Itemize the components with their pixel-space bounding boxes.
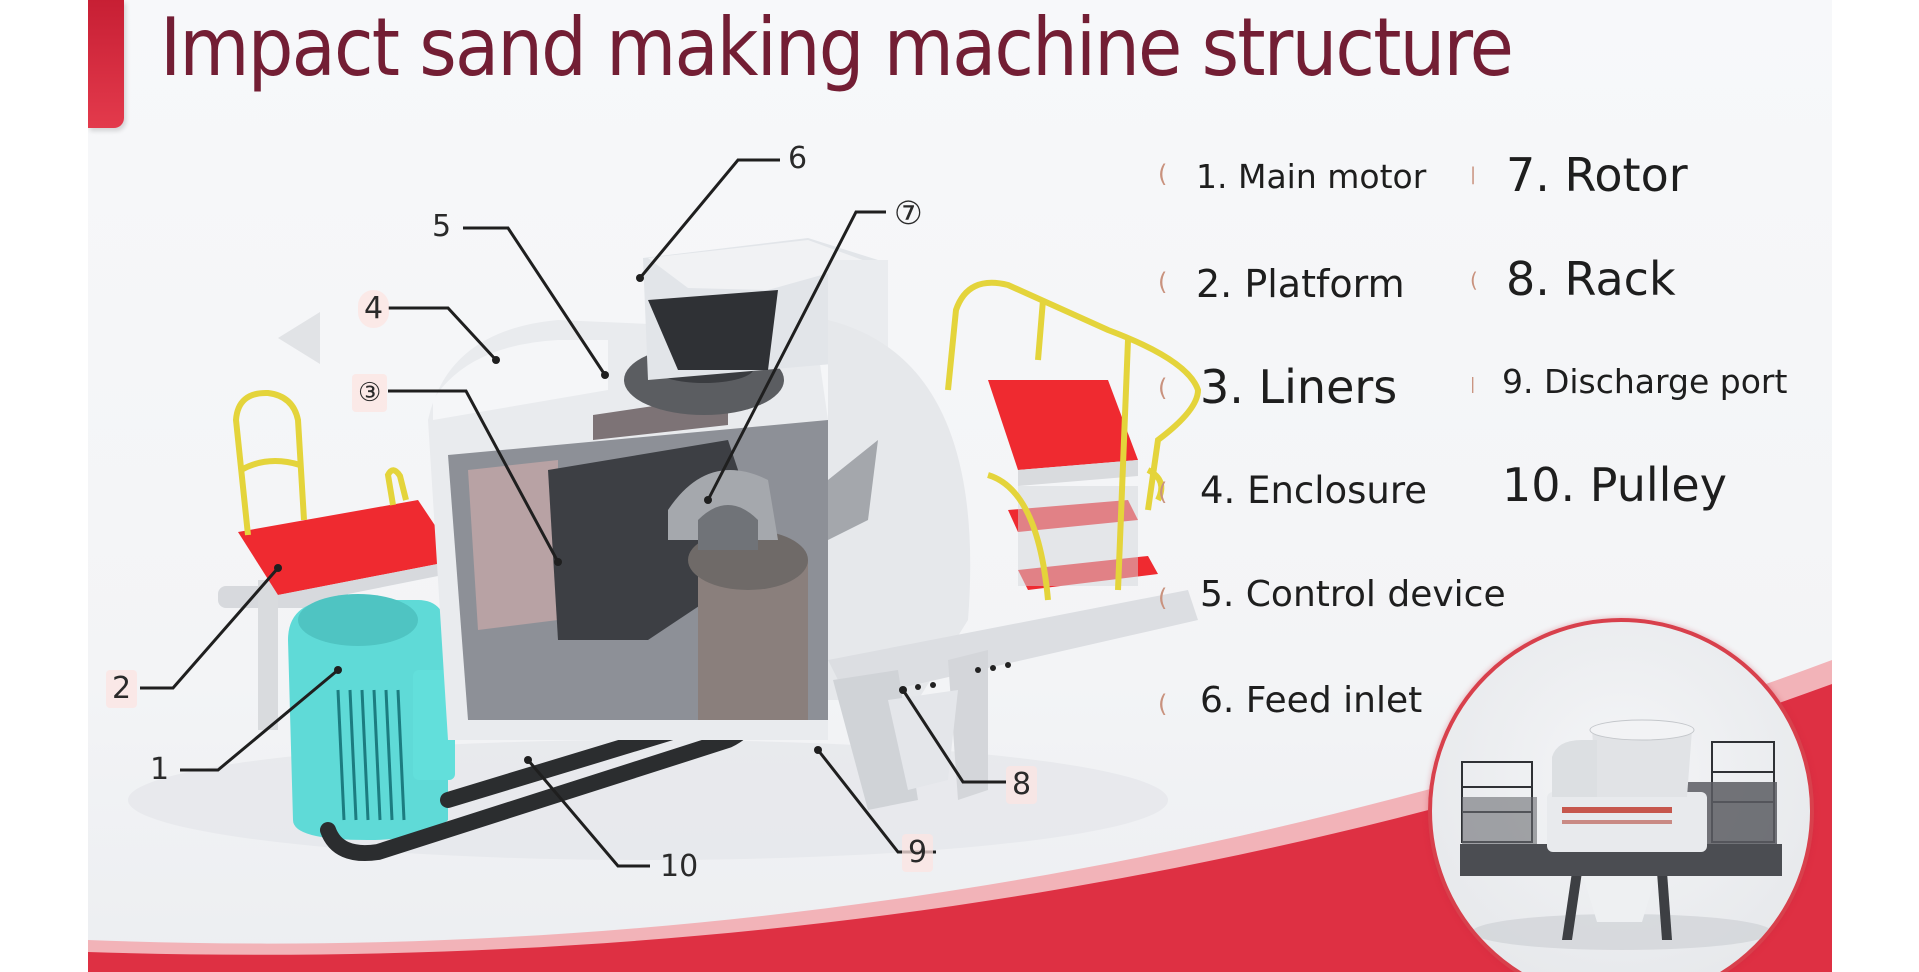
legend-item-liners: 3. Liners [1200,360,1398,414]
callout-6: 6 [788,141,808,176]
rack [828,590,1198,810]
legend-item-platform: 2. Platform [1196,262,1405,306]
callout-8: 8 [1006,766,1038,804]
callout-3: ③ [352,374,388,412]
legend-bullet-icon: ( [1158,584,1168,612]
main-motor [288,594,455,840]
legend-bullet-icon: ( [1158,690,1168,718]
legend-item-rotor: 7. Rotor [1506,148,1688,202]
enclosure [828,320,971,700]
legend-bullet-icon: ( [1470,268,1478,292]
machine-body [428,320,828,740]
machine-cutaway-diagram [128,158,1202,868]
slide: Impact sand making machine structure [88,0,1832,972]
legend-item-main-motor: 1. Main motor [1196,157,1427,196]
page-title: Impact sand making machine structure [160,1,1514,94]
callout-10: 10 [660,849,699,884]
legend-bullet-icon: | [1470,164,1477,185]
faded-arrow-icon [278,312,320,364]
legend-bullet-icon: ( [1158,478,1168,506]
left-platform [218,389,458,730]
legend-bullet-icon: ( [1158,160,1168,188]
legend-item-feed-inlet: 6. Feed inlet [1200,680,1423,721]
legend-item-pulley: 10. Pulley [1502,458,1727,512]
legend-item-control-device: 5. Control device [1200,574,1506,615]
callout-7: ⑦ [894,194,923,232]
callout-9: 9 [902,834,934,872]
legend-bullet-icon: ( [1158,374,1168,402]
callout-2: 2 [106,670,138,708]
legend-item-discharge-port: 9. Discharge port [1502,362,1788,401]
callout-4: 4 [358,290,390,328]
legend-bullet-icon: ( [1158,268,1168,296]
title-accent-tab [88,0,124,128]
product-photo-image [1460,719,1782,950]
product-photo [1428,618,1814,972]
legend-item-enclosure: 4. Enclosure [1200,469,1428,512]
right-stairs [945,279,1202,601]
legend-item-rack: 8. Rack [1506,252,1676,306]
callout-1: 1 [150,752,170,787]
callout-5: 5 [432,209,452,244]
legend-bullet-icon: | [1470,374,1476,393]
